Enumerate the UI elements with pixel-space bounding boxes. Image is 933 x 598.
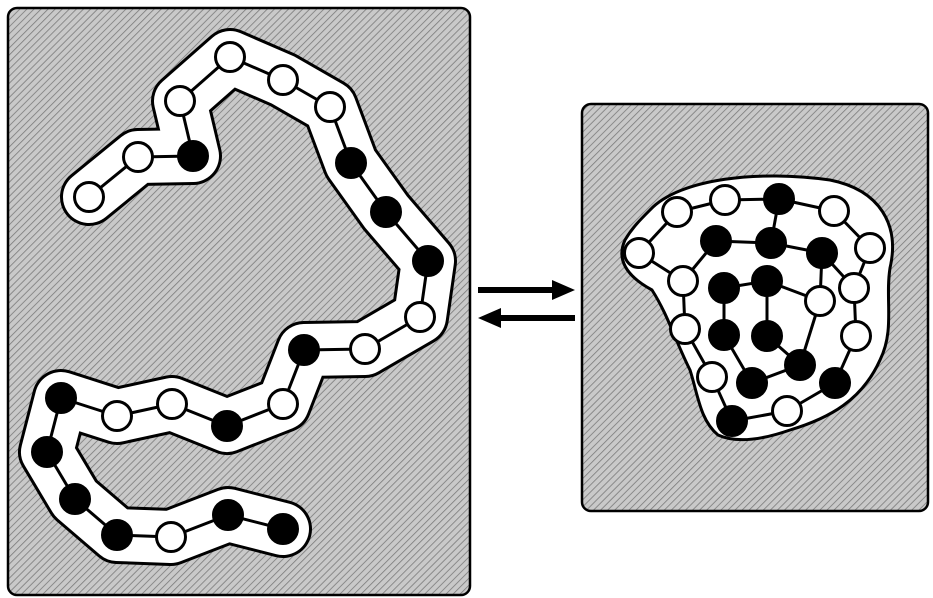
- polar-bead: [404, 301, 436, 333]
- unfolded-chain-panel: [6, 6, 472, 597]
- hydrophobic-bead: [101, 519, 133, 551]
- polar-bead: [838, 272, 870, 304]
- hydrophobic-bead: [708, 319, 740, 351]
- polar-bead: [667, 265, 699, 297]
- polar-bead: [623, 237, 655, 269]
- hydrophobic-bead: [708, 272, 740, 304]
- hydrophobic-bead: [370, 196, 402, 228]
- polar-bead: [349, 333, 381, 365]
- hydrophobic-bead: [736, 367, 768, 399]
- folded-protein-panel: [580, 102, 930, 513]
- polar-bead: [804, 285, 836, 317]
- polar-bead: [73, 181, 105, 213]
- hydrophobic-bead: [211, 410, 243, 442]
- hydrophobic-bead: [412, 245, 444, 277]
- hydrophobic-bead: [31, 436, 63, 468]
- unfolded-chain-beads: [31, 41, 444, 553]
- polar-bead: [314, 91, 346, 123]
- polar-bead: [214, 41, 246, 73]
- folded-chain-beads: [623, 183, 886, 437]
- hydrophobic-bead: [267, 513, 299, 545]
- polar-bead: [669, 313, 701, 345]
- hydrophobic-bead: [45, 382, 77, 414]
- hydrophobic-bead: [716, 405, 748, 437]
- polar-bead: [854, 232, 886, 264]
- polar-bead: [101, 400, 133, 432]
- polar-bead: [840, 320, 872, 352]
- polar-bead: [164, 85, 196, 117]
- polar-bead: [661, 196, 693, 228]
- hydrophobic-bead: [806, 237, 838, 269]
- polar-bead: [771, 395, 803, 427]
- hydrophobic-bead: [755, 227, 787, 259]
- hydrophobic-bead: [288, 334, 320, 366]
- hydrophobic-bead: [700, 225, 732, 257]
- polar-bead: [709, 184, 741, 216]
- polar-bead: [155, 521, 187, 553]
- forward-arrow-icon: [478, 280, 575, 300]
- equilibrium-arrows: [478, 280, 575, 328]
- hydrophobic-bead: [763, 183, 795, 215]
- polar-bead: [122, 141, 154, 173]
- polar-bead: [696, 361, 728, 393]
- hydrophobic-bead: [177, 140, 209, 172]
- hydrophobic-bead: [751, 320, 783, 352]
- hydrophobic-bead: [751, 265, 783, 297]
- polar-bead: [818, 195, 850, 227]
- polar-bead: [267, 64, 299, 96]
- hydrophobic-bead: [212, 499, 244, 531]
- hydrophobic-bead: [59, 483, 91, 515]
- reverse-arrow-icon: [478, 308, 575, 328]
- hydrophobic-bead: [784, 349, 816, 381]
- polar-bead: [156, 388, 188, 420]
- polar-bead: [267, 388, 299, 420]
- hydrophobic-bead: [335, 147, 367, 179]
- hydrophobic-bead: [819, 367, 851, 399]
